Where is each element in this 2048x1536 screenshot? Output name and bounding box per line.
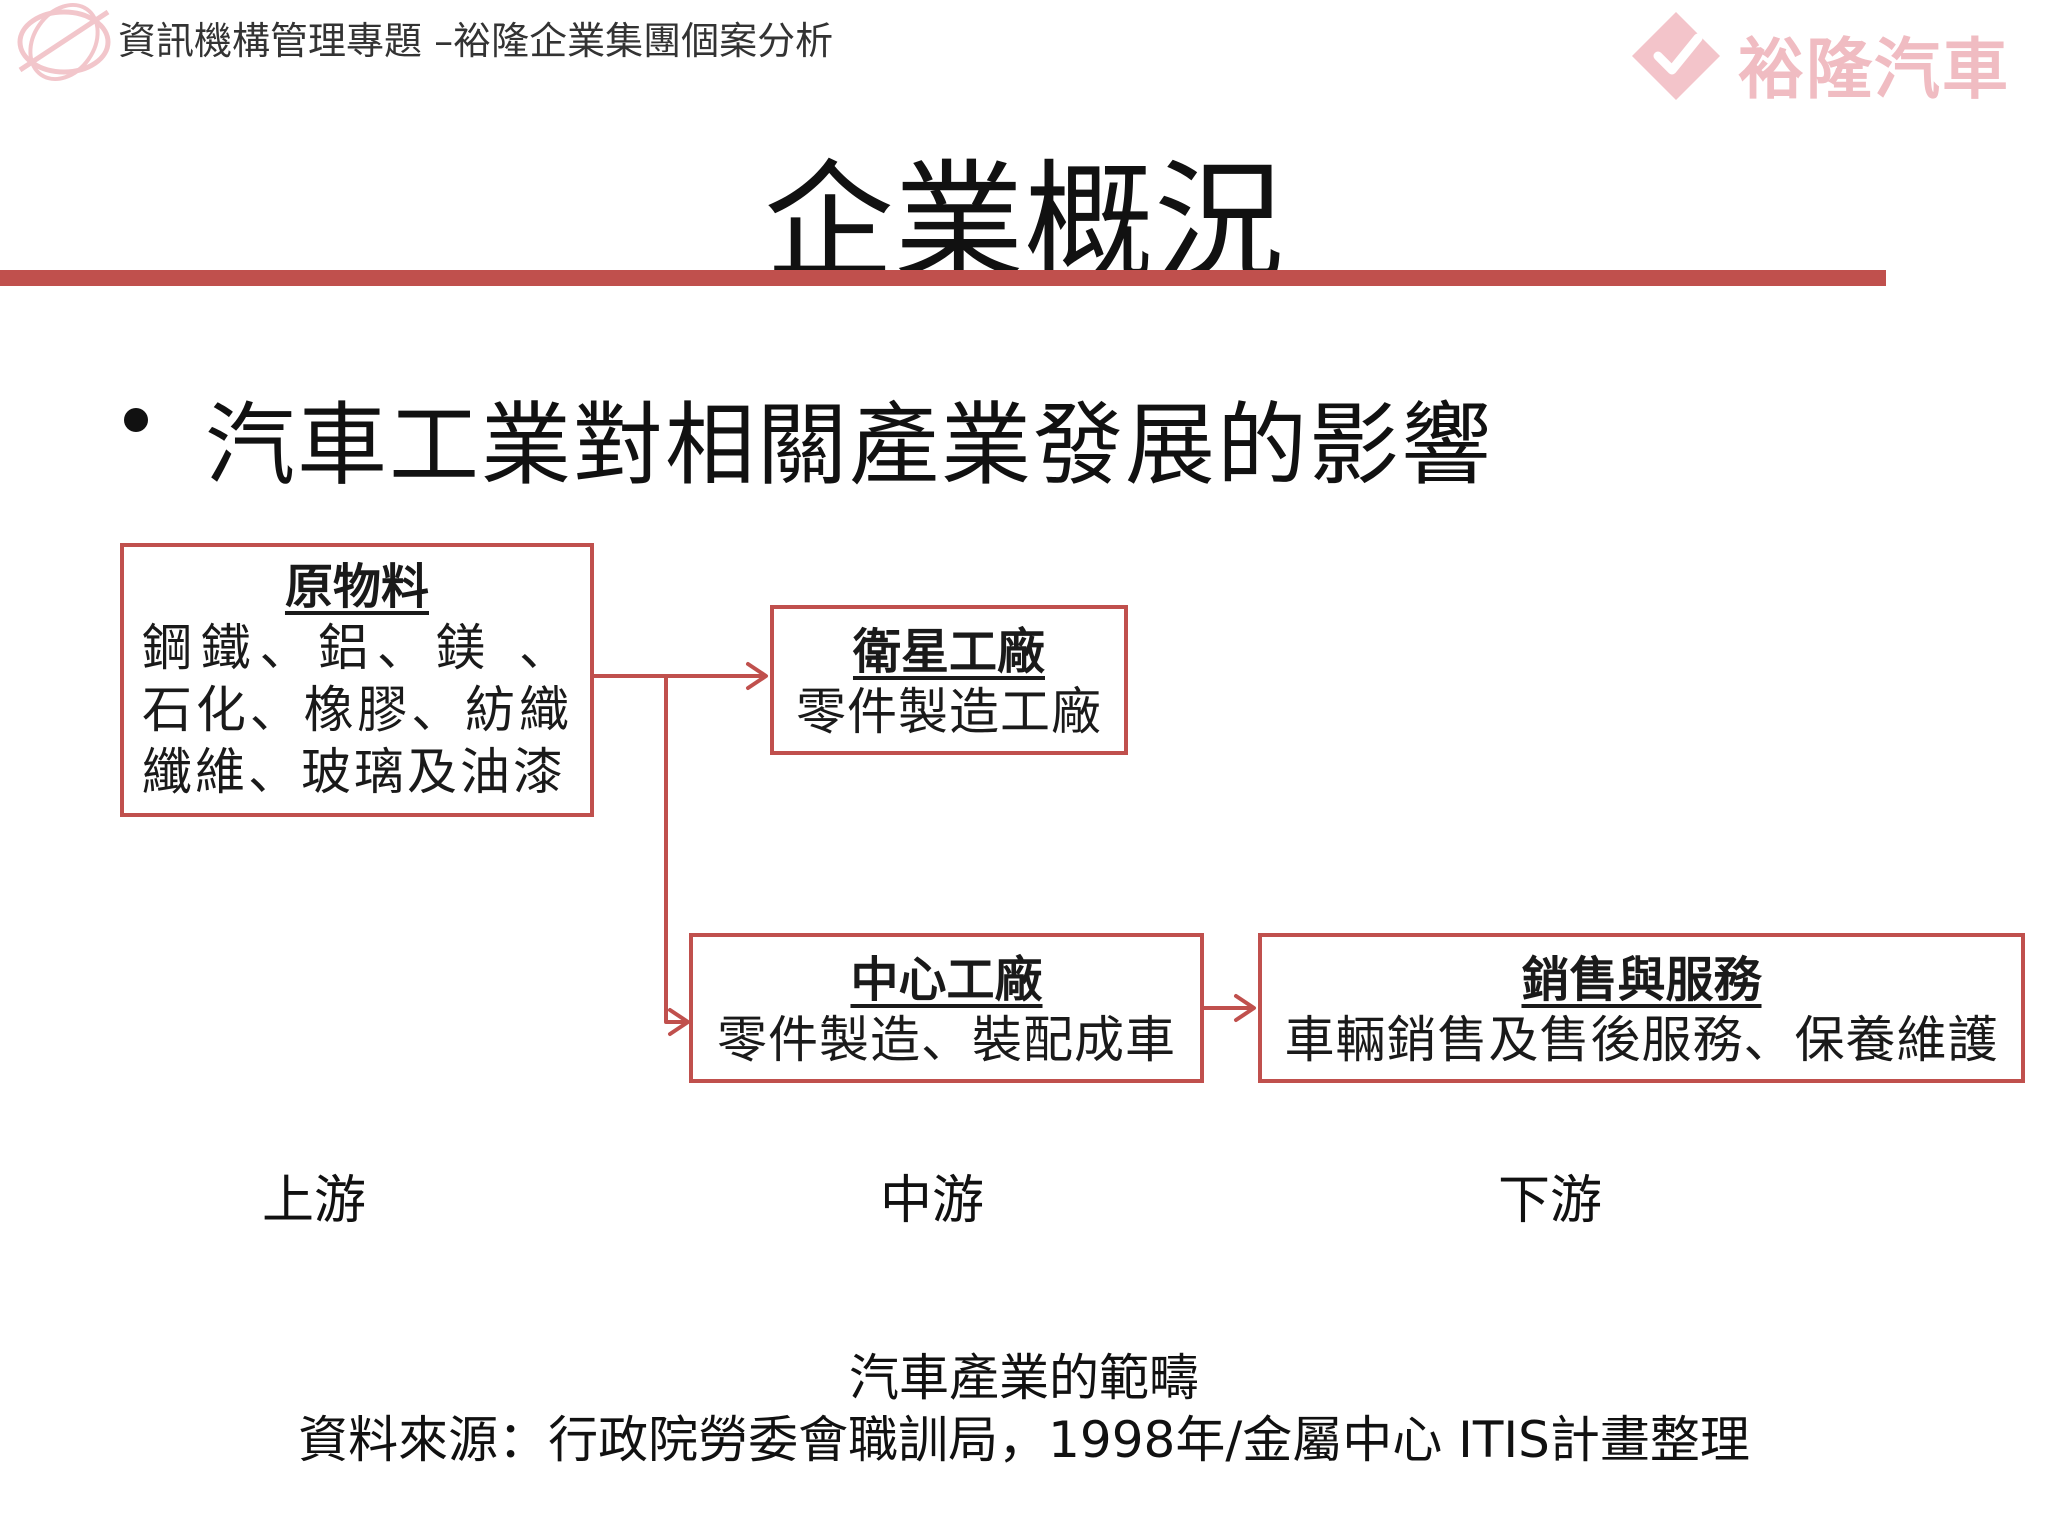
bullet-dot-icon (124, 408, 148, 432)
stage-upstream-label: 上游 (262, 1171, 367, 1231)
node-sales-service-body: 車輛銷售及售後服務、保養維護 (1284, 1011, 1999, 1069)
node-raw-materials: 原物料 鋼鐵、鋁、鎂 、石化、橡膠、紡織纖維、玻璃及油漆 (120, 543, 594, 817)
arrowhead-satellite (746, 662, 768, 690)
course-title: 資訊機構管理專題 –裕隆企業集團個案分析 (118, 19, 834, 63)
diagram-source: 資料來源：行政院勞委會職訓局，1998年/金屬中心 ITIS計畫整理 (298, 1411, 1750, 1469)
node-raw-materials-body: 鋼鐵、鋁、鎂 、石化、橡膠、紡織纖維、玻璃及油漆 (142, 619, 572, 801)
brand-name: 裕隆汽車 (1738, 31, 2010, 108)
node-central-factory-body: 零件製造、裝配成車 (717, 1011, 1176, 1069)
arrowhead-sales (1234, 994, 1256, 1022)
node-sales-service-title: 銷售與服務 (1521, 952, 1762, 1008)
course-logo-icon (12, 0, 116, 82)
title-divider (0, 270, 1886, 286)
stage-midstream-label: 中游 (880, 1171, 985, 1231)
stage-downstream-label: 下游 (1498, 1171, 1603, 1231)
node-central-factory: 中心工廠 零件製造、裝配成車 (689, 933, 1204, 1083)
node-satellite-factory: 衛星工廠 零件製造工廠 (770, 605, 1128, 755)
arrowhead-central (668, 1008, 690, 1036)
node-satellite-factory-title: 衛星工廠 (852, 624, 1045, 680)
node-sales-service: 銷售與服務 車輛銷售及售後服務、保養維護 (1258, 933, 2025, 1083)
bullet-text: 汽車工業對相關產業發展的影響 (205, 393, 1493, 498)
node-satellite-factory-body: 零件製造工廠 (796, 683, 1102, 741)
brand-logo-icon (1628, 8, 1724, 104)
node-central-factory-title: 中心工廠 (850, 952, 1043, 1008)
diagram-caption: 汽車產業的範疇 (849, 1349, 1199, 1407)
node-raw-materials-title: 原物料 (284, 559, 429, 615)
edge-raw-to-central (664, 674, 686, 1024)
